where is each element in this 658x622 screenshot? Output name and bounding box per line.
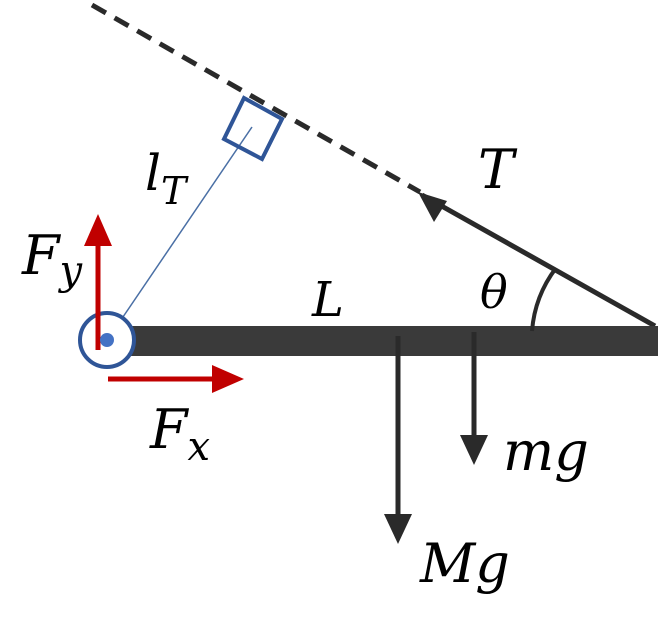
label-angle: θ xyxy=(480,265,508,319)
tension-arrowhead xyxy=(418,192,447,222)
fy-sub: y xyxy=(57,248,83,294)
lever-arm-main: l xyxy=(145,144,161,202)
label-tension: T xyxy=(478,138,518,201)
fy-arrowhead xyxy=(84,214,112,246)
fx-main: F xyxy=(149,398,190,461)
lever-arm-sub: T xyxy=(161,169,189,213)
lever-arm-line xyxy=(107,126,253,340)
tension-line-of-action xyxy=(90,2,422,195)
label-fx: Fx xyxy=(149,398,210,470)
beam xyxy=(120,326,658,356)
fx-arrowhead xyxy=(212,365,244,393)
right-angle-marker xyxy=(221,95,285,162)
fx-sub: x xyxy=(187,424,210,470)
label-length: L xyxy=(311,272,344,328)
tension-arrow xyxy=(420,192,657,329)
fy-main: F xyxy=(21,224,62,287)
label-fy: Fy xyxy=(21,224,83,294)
label-lever-arm: lT xyxy=(145,144,189,213)
angle-arc xyxy=(530,266,558,332)
label-Mg: Mg xyxy=(419,532,510,595)
pivot-point xyxy=(100,333,114,347)
Mg-arrowhead xyxy=(384,514,412,544)
mg-arrowhead xyxy=(460,435,488,465)
label-mg: mg xyxy=(503,420,589,483)
